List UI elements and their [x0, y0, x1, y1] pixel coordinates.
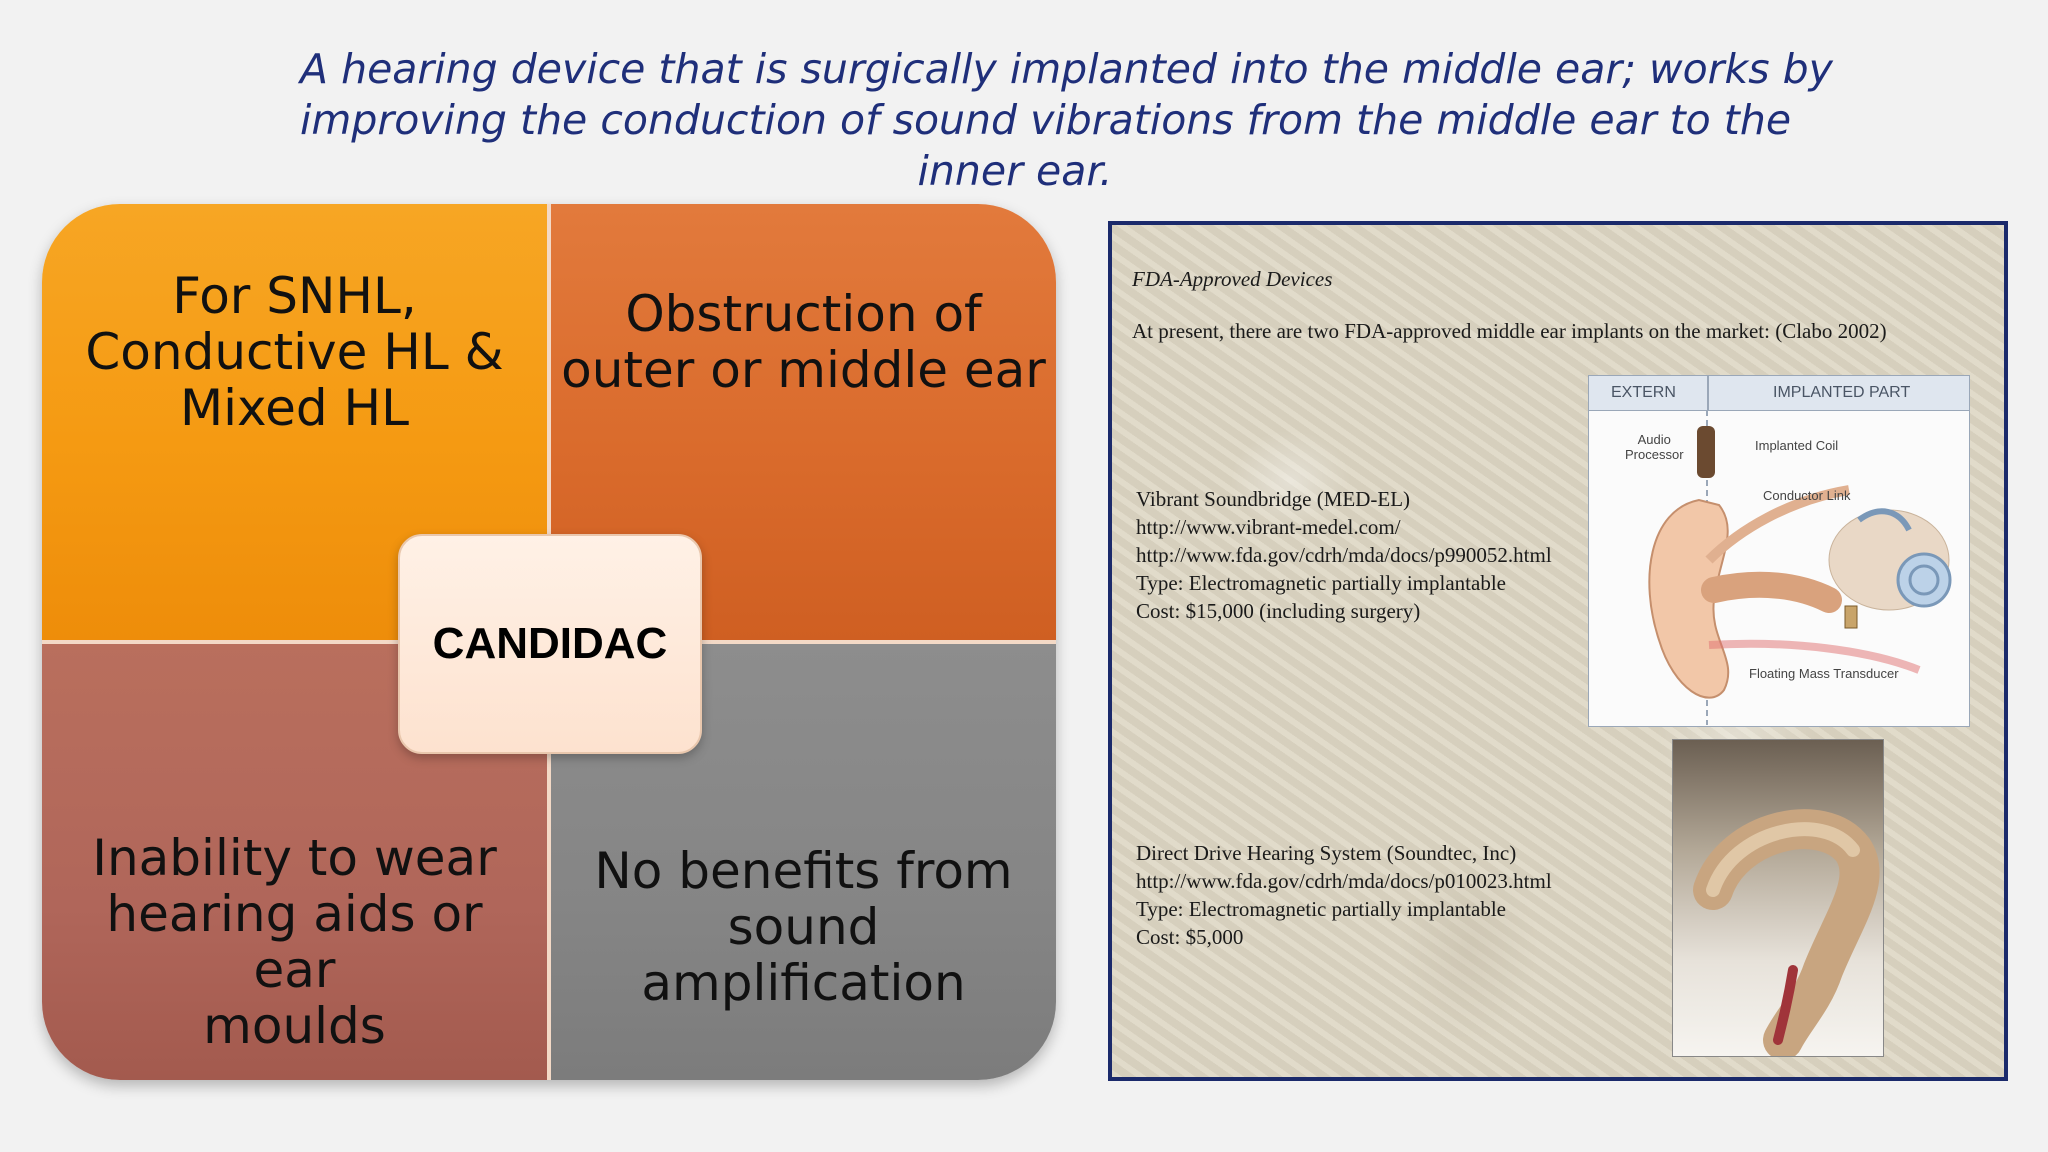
panel-intro: At present, there are two FDA-approved m…: [1132, 319, 1887, 343]
device-url[interactable]: http://www.vibrant-medel.com/: [1136, 515, 1401, 539]
device-cost: Cost: $15,000 (including surgery): [1136, 599, 1421, 623]
figure-header-divider: [1707, 376, 1709, 410]
device-type: Type: Electromagnetic partially implanta…: [1136, 571, 1506, 595]
device-direct-drive: Direct Drive Hearing System (Soundtec, I…: [1136, 839, 1552, 951]
slide-heading: A hearing device that is surgically impl…: [300, 44, 1833, 197]
label-audio-processor: Audio Processor: [1625, 432, 1684, 462]
label-text: Audio: [1637, 432, 1671, 447]
quadrant-text: No benefits from: [594, 842, 1013, 900]
figure-header: EXTERN IMPLANTED PART: [1589, 376, 1969, 411]
quadrant-text: Inability to wear: [92, 829, 497, 887]
quadrant-no-benefit: No benefits from sound amplification: [551, 644, 1056, 1080]
heading-line-3: inner ear.: [917, 147, 1113, 195]
device-type: Type: Electromagnetic partially implanta…: [1136, 897, 1506, 921]
device-url[interactable]: http://www.fda.gov/cdrh/mda/docs/p010023…: [1136, 869, 1552, 893]
ear-implant-figure: EXTERN IMPLANTED PART Audio Processor Im…: [1588, 375, 1970, 727]
label-floating-mass-transducer: Floating Mass Transducer: [1749, 666, 1899, 681]
quadrant-text: Obstruction of: [625, 285, 982, 343]
figure-col-implanted: IMPLANTED PART: [1773, 384, 1911, 401]
figure-col-extern: EXTERN: [1611, 384, 1676, 401]
hearing-aid-photo: [1672, 739, 1884, 1060]
label-conductor-link: Conductor Link: [1763, 488, 1851, 503]
quadrant-text: outer or middle ear: [561, 341, 1046, 399]
quadrant-text: hearing aids or ear: [106, 885, 483, 999]
quadrant-text: moulds: [203, 997, 386, 1055]
panel-title: FDA-Approved Devices: [1132, 267, 1333, 291]
device-url[interactable]: http://www.fda.gov/cdrh/mda/docs/p990052…: [1136, 543, 1552, 567]
quadrant-text: Mixed HL: [180, 379, 409, 437]
candidacy-diagram: For SNHL, Conductive HL & Mixed HL Obstr…: [42, 204, 1056, 1080]
heading-line-1: A hearing device that is surgically impl…: [300, 45, 1833, 93]
ear-anatomy-illustration: [1648, 410, 1952, 725]
quadrant-text: sound amplification: [641, 898, 966, 1012]
quadrant-snhl: For SNHL, Conductive HL & Mixed HL: [42, 204, 547, 640]
device-cost: Cost: $5,000: [1136, 925, 1244, 949]
device-name: Direct Drive Hearing System (Soundtec, I…: [1136, 841, 1517, 865]
device-vibrant-soundbridge: Vibrant Soundbridge (MED-EL) http://www.…: [1136, 485, 1552, 625]
heading-line-2: improving the conduction of sound vibrat…: [300, 96, 1792, 144]
quadrant-text: Conductive HL &: [85, 323, 504, 381]
device-name: Vibrant Soundbridge (MED-EL): [1136, 487, 1411, 511]
label-implanted-coil: Implanted Coil: [1755, 438, 1839, 453]
hearing-aid-illustration: [1693, 809, 1880, 1060]
fda-devices-panel: FDA-Approved Devices At present, there a…: [1108, 221, 2008, 1081]
quadrant-text: For SNHL,: [172, 267, 417, 325]
label-text: Processor: [1625, 447, 1684, 462]
center-label: CANDIDAC: [398, 534, 702, 754]
